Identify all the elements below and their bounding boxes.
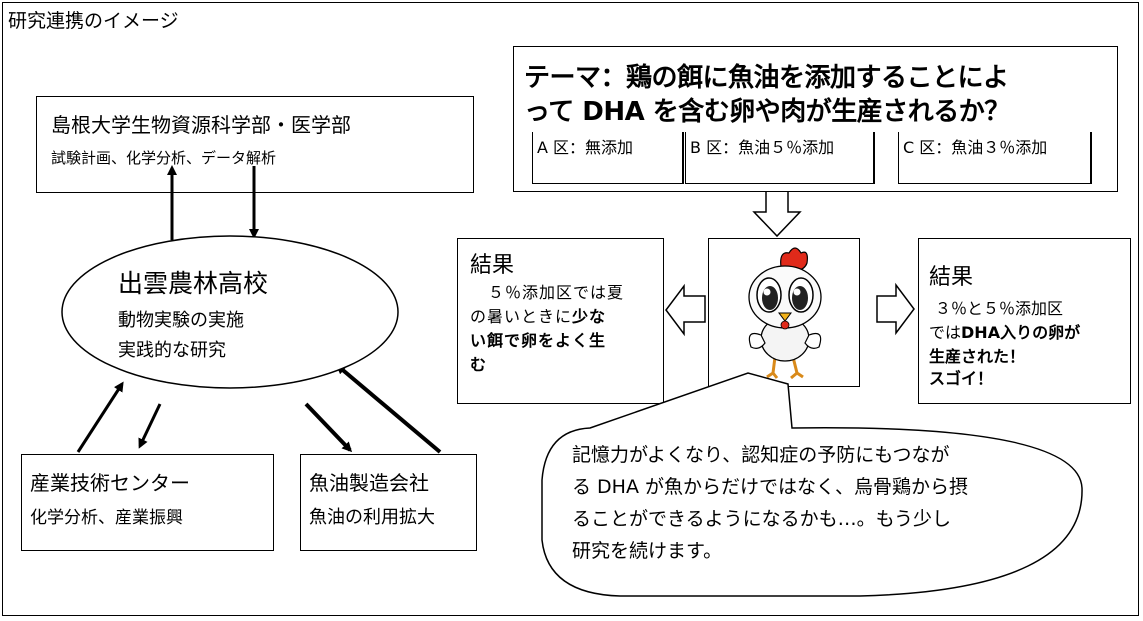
- sangyo-subtitle: 化学分析、産業振興: [30, 508, 183, 528]
- page-title: 研究連携のイメージ: [8, 10, 179, 32]
- result-right-line4: スゴイ！: [929, 369, 994, 388]
- gyoyu-title: 魚油製造会社: [309, 471, 429, 495]
- chicken-mascot-icon: [748, 247, 822, 380]
- result-left-line3: い餌で卵をよく生: [470, 331, 607, 350]
- arrow-izumo-to-sangyo: [138, 403, 162, 449]
- result-left-heading: 結果: [470, 253, 515, 278]
- condition-b: B 区：魚油５％添加: [685, 132, 875, 184]
- callout-line2: る DHA が魚からだけではなく、烏骨鶏から摂: [572, 476, 968, 498]
- shimane-subtitle: 試験計画、化学分析、データ解析: [51, 149, 277, 167]
- theme-line1: テーマ：鶏の餌に魚油を添加することによ: [524, 63, 1009, 93]
- izumo-title: 出雲農林高校: [118, 269, 269, 298]
- gyoyu-subtitle: 魚油の利用拡大: [309, 507, 435, 528]
- result-right-line2: ではDHA入りの卵が: [929, 323, 1081, 342]
- result-right-heading: 結果: [929, 265, 974, 290]
- sangyo-title: 産業技術センター: [30, 471, 190, 495]
- theme-line2: って DHA を含む卵や肉が生産されるか？: [524, 97, 1010, 127]
- result-left-line4: む: [470, 355, 487, 374]
- izumo-line1: 動物実験の実施: [118, 310, 244, 331]
- result-right-line3: 生産された！: [929, 347, 1026, 366]
- arrow-theme-to-chicken: [752, 189, 802, 238]
- result-left-line2: の暑いときに少な: [470, 307, 607, 326]
- arrow-gyoyu-to-izumo: [335, 364, 442, 454]
- arrow-sangyo-to-izumo: [76, 381, 124, 453]
- result-right-line1: ３％と５％添加区: [935, 299, 1064, 318]
- arrow-izumo-to-gyoyu: [304, 402, 353, 453]
- result-left-line1: ５％添加区では夏: [488, 283, 625, 302]
- condition-c: C 区：魚油３％添加: [898, 132, 1092, 184]
- shimane-title: 島根大学生物資源科学部・医学部: [51, 113, 351, 137]
- arrow-to-right-result: [876, 282, 915, 336]
- arrow-to-left-result: [665, 283, 706, 337]
- result-left-box: 結果 ５％添加区では夏 の暑いときに少な い餌で卵をよく生 む: [457, 238, 664, 404]
- fish-oil-company-box: 魚油製造会社 魚油の利用拡大: [300, 454, 477, 551]
- izumo-line2: 実践的な研究: [118, 340, 226, 361]
- callout-line1: 記憶力がよくなり、認知症の予防にもつなが: [572, 444, 950, 466]
- callout-line4: 研究を続けます。: [572, 540, 723, 562]
- result-right-box: 結果 ３％と５％添加区 ではDHA入りの卵が 生産された！ スゴイ！: [918, 238, 1131, 404]
- callout-line3: ることができるようになるかも…。もう少し: [572, 508, 952, 530]
- theme-box: テーマ：鶏の餌に魚油を添加することによ って DHA を含む卵や肉が生産されるか…: [513, 46, 1118, 192]
- chicken-box: [708, 238, 860, 387]
- condition-a: A 区：無添加: [532, 132, 684, 184]
- shimane-university-box: 島根大学生物資源科学部・医学部 試験計画、化学分析、データ解析: [36, 96, 474, 193]
- sangyo-center-box: 産業技術センター 化学分析、産業振興: [21, 454, 274, 551]
